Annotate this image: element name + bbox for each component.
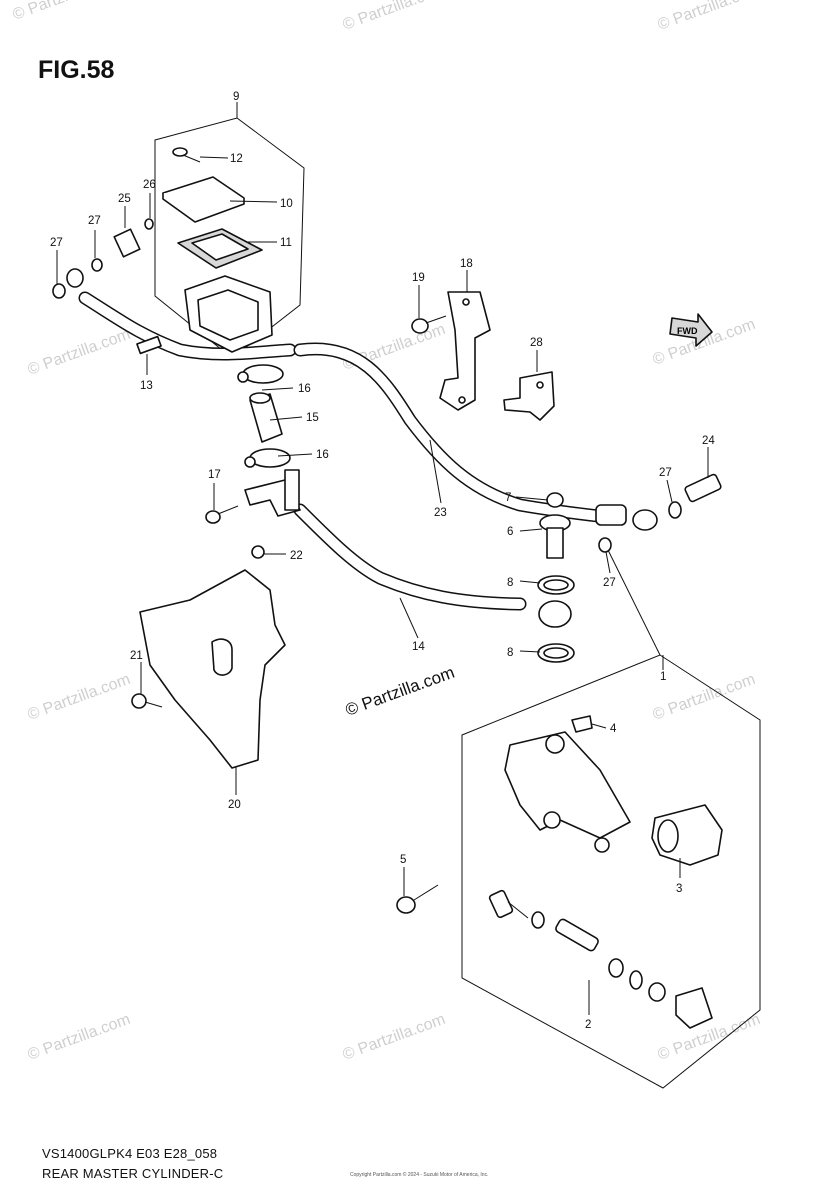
clip-4 — [571, 715, 593, 733]
callout-19[interactable]: 19 — [412, 272, 425, 284]
reservoir-body — [184, 275, 273, 353]
watermarks: © Partzilla.com © Partzilla.com © Partzi… — [11, 0, 763, 1064]
callout-1[interactable]: 1 — [660, 671, 666, 683]
callout-27-c[interactable]: 27 — [659, 467, 672, 479]
fwd-arrow: FWD — [669, 313, 713, 347]
callout-23[interactable]: 23 — [434, 507, 447, 519]
bracket-28 — [503, 371, 555, 421]
hoses — [78, 291, 622, 611]
callout-22[interactable]: 22 — [290, 550, 303, 562]
callout-2[interactable]: 2 — [585, 1019, 591, 1031]
boot-3 — [651, 804, 723, 866]
watermark: © Partzilla.com — [651, 671, 758, 724]
piston-set-2 — [488, 889, 713, 1029]
callout-13[interactable]: 13 — [140, 380, 153, 392]
watermark: © Partzilla.com — [26, 1011, 133, 1064]
leader-lines — [56, 156, 709, 1015]
master-cylinder-group-outline — [461, 549, 761, 1089]
callout-5[interactable]: 5 — [400, 854, 406, 866]
cap-7 — [546, 492, 564, 508]
callout-26[interactable]: 26 — [143, 179, 156, 191]
clamp-16-lower — [244, 448, 291, 468]
callout-8-b[interactable]: 8 — [507, 647, 513, 659]
watermark: © Partzilla.com — [341, 0, 448, 34]
hose-15 — [249, 392, 283, 443]
screw-12 — [172, 147, 201, 163]
callout-27-d[interactable]: 27 — [603, 577, 616, 589]
master-cylinder-body — [504, 731, 631, 853]
callout-27-a[interactable]: 27 — [88, 215, 101, 227]
connector-6 — [539, 514, 571, 559]
watermark: © Partzilla.com — [11, 0, 118, 24]
callout-4[interactable]: 4 — [610, 723, 617, 735]
bolt-22 — [251, 545, 265, 559]
hose-14-end — [538, 600, 572, 628]
bolt-19 — [411, 315, 447, 334]
watermark: © Partzilla.com — [26, 326, 133, 379]
reservoir-diaphragm — [177, 228, 263, 269]
callout-9[interactable]: 9 — [233, 91, 239, 103]
callout-28[interactable]: 28 — [530, 337, 543, 349]
fwd-label: FWD — [677, 326, 698, 336]
bolt-5 — [396, 884, 439, 914]
callout-14[interactable]: 14 — [412, 641, 425, 653]
hose-joint — [244, 469, 301, 517]
callout-6[interactable]: 6 — [507, 526, 513, 538]
watermark: © Partzilla.com — [26, 671, 133, 724]
heat-guard-20 — [139, 569, 286, 769]
callout-24[interactable]: 24 — [702, 435, 715, 447]
bolt-17 — [205, 505, 239, 524]
callout-18[interactable]: 18 — [460, 258, 473, 270]
copyright-notice: Copyright Partzilla.com © 2024 - Suzuki … — [350, 1172, 489, 1178]
callout-20[interactable]: 20 — [228, 799, 241, 811]
bolt-21 — [131, 693, 163, 709]
banjo-fitting-left — [52, 218, 162, 355]
reservoir-group-outline — [154, 102, 305, 359]
banjo-fitting-right — [595, 501, 682, 553]
callout-17[interactable]: 17 — [208, 469, 221, 481]
callout-3[interactable]: 3 — [676, 883, 682, 895]
figure-title: FIG.58 — [38, 56, 115, 84]
bracket-18 — [439, 291, 491, 411]
callout-15[interactable]: 15 — [306, 412, 319, 424]
callout-8-a[interactable]: 8 — [507, 577, 513, 589]
union-bolt-24 — [684, 473, 722, 503]
callout-12[interactable]: 12 — [230, 153, 243, 165]
diagram-name: REAR MASTER CYLINDER-C — [42, 1166, 224, 1181]
callout-27-b[interactable]: 27 — [50, 237, 63, 249]
o-ring-8 — [537, 575, 575, 663]
reservoir-cap — [162, 176, 245, 223]
watermark: © Partzilla.com — [656, 0, 763, 34]
watermark-main: © Partzilla.com — [343, 663, 457, 720]
callout-11[interactable]: 11 — [280, 237, 292, 249]
callouts: 9 12 10 11 26 25 27 27 13 16 15 16 17 22… — [50, 91, 715, 1031]
callout-10[interactable]: 10 — [280, 198, 293, 210]
callout-21[interactable]: 21 — [130, 650, 143, 662]
watermark: © Partzilla.com — [341, 1011, 448, 1064]
callout-16-a[interactable]: 16 — [298, 383, 311, 395]
callout-7[interactable]: 7 — [505, 492, 511, 504]
clamp-16-upper — [237, 364, 284, 384]
callout-16-b[interactable]: 16 — [316, 449, 329, 461]
callout-25[interactable]: 25 — [118, 193, 131, 205]
model-code: VS1400GLPK4 E03 E28_058 — [42, 1146, 218, 1161]
